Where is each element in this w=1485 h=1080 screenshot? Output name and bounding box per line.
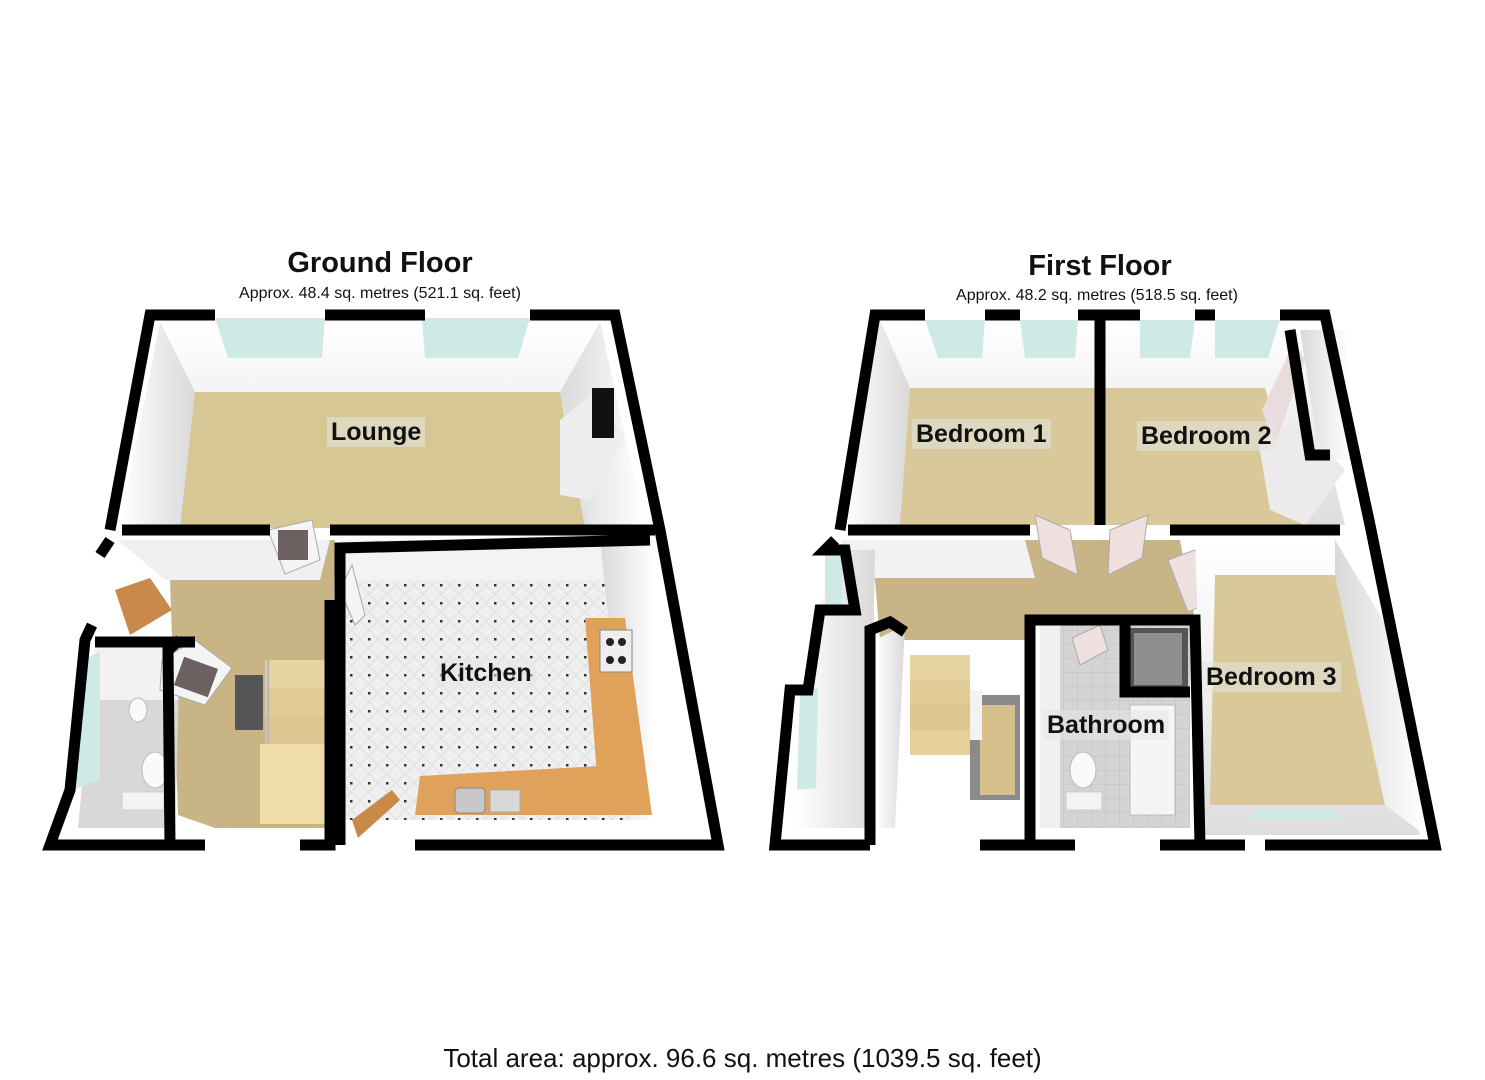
ground-floor-plan bbox=[42, 309, 725, 851]
bedroom-1-room bbox=[845, 320, 1100, 525]
room-label-bedroom-2: Bedroom 2 bbox=[1137, 421, 1276, 451]
total-area: Total area: approx. 96.6 sq. metres (103… bbox=[443, 1043, 1042, 1073]
wc-room bbox=[72, 639, 233, 828]
kitchen-room bbox=[339, 540, 655, 838]
first-floor-title: First Floor bbox=[1028, 250, 1172, 282]
ground-floor-walls bbox=[42, 309, 725, 851]
first-floor-plan bbox=[768, 309, 1442, 851]
landing bbox=[840, 514, 1216, 828]
room-label-bathroom: Bathroom bbox=[1043, 710, 1170, 740]
first-floor-area: Approx. 48.2 sq. metres (518.5 sq. feet) bbox=[956, 287, 1238, 304]
staircase bbox=[235, 660, 330, 824]
first-floor-staircase bbox=[910, 655, 1020, 800]
ground-floor-area: Approx. 48.4 sq. metres (521.1 sq. feet) bbox=[239, 285, 521, 302]
ground-floor-title: Ground Floor bbox=[287, 247, 473, 279]
room-label-bedroom-1: Bedroom 1 bbox=[912, 419, 1051, 449]
hall bbox=[115, 519, 335, 828]
lounge-room bbox=[120, 318, 645, 528]
room-label-lounge: Lounge bbox=[327, 417, 426, 447]
first-floor-walls bbox=[768, 309, 1442, 851]
room-label-kitchen: Kitchen bbox=[436, 658, 536, 688]
room-label-bedroom-3: Bedroom 3 bbox=[1202, 662, 1341, 692]
